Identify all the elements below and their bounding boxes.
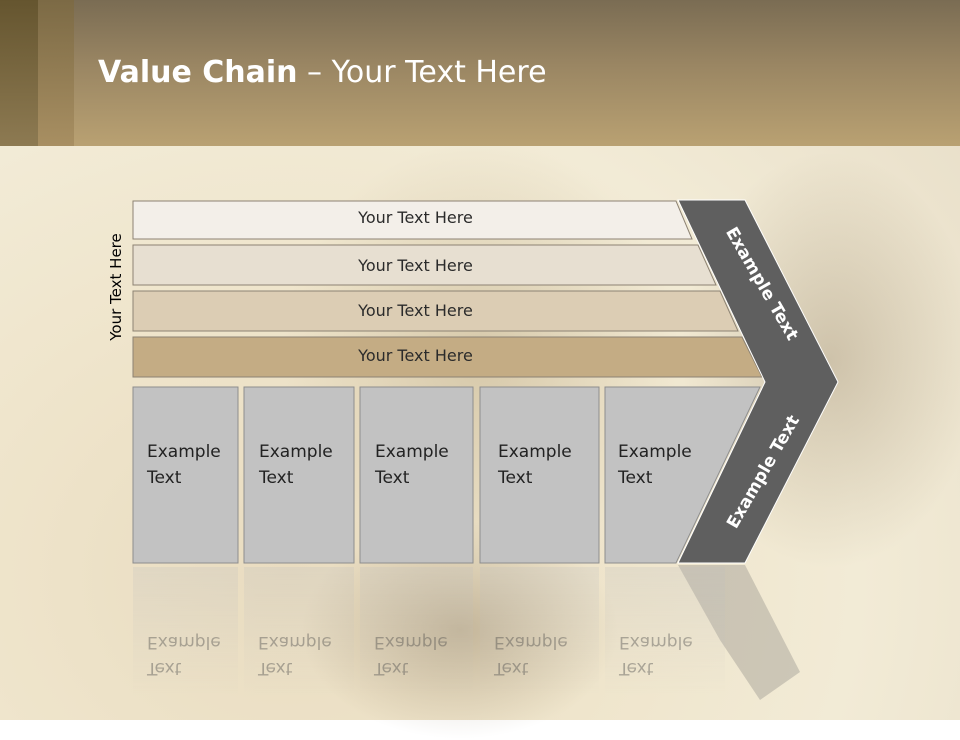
column-reflection: Text Example [480, 567, 599, 720]
reflection-text: Example [258, 632, 332, 652]
primary-column-4 [479, 386, 600, 564]
reflection-text: Example [374, 632, 448, 652]
column-text-line: Text [147, 468, 182, 488]
support-row-label: Your Text Here [358, 346, 473, 365]
support-row-label: Your Text Here [358, 256, 473, 275]
column-reflection: Text Example [133, 567, 238, 720]
reflection-text: Example [147, 632, 221, 652]
slide-title-rest: – Your Text Here [297, 55, 547, 90]
support-row-2 [132, 244, 717, 286]
support-row-label: Your Text Here [358, 208, 473, 227]
column-text-line: Text [498, 468, 533, 488]
reflection-text: Text [374, 658, 409, 678]
column-text-line: Text [618, 468, 653, 488]
column-text-line: Text [259, 468, 294, 488]
title-bar-accent [0, 0, 38, 146]
support-row-3 [132, 290, 739, 332]
margin-chevron [677, 199, 839, 564]
reflection-text: Text [619, 658, 654, 678]
title-bar [0, 0, 960, 146]
primary-column-5 [604, 386, 761, 564]
column-text-line: Example [147, 442, 221, 462]
primary-column-2 [243, 386, 355, 564]
column-text-line: Example [375, 442, 449, 462]
reflection-text: Text [494, 658, 529, 678]
slide-title-bold: Value Chain [98, 55, 298, 90]
column-text-line: Text [375, 468, 410, 488]
support-row-1 [132, 200, 693, 240]
column-reflection: Text Example [605, 567, 725, 720]
support-row-4 [132, 336, 763, 378]
slide-title: Value Chain – Your Text Here [98, 55, 547, 90]
margin-chevron-reflection [678, 565, 800, 700]
column-reflection: Text Example [360, 567, 473, 720]
primary-column-3 [359, 386, 474, 564]
column-text-line: Example [498, 442, 572, 462]
reflection-text: Text [147, 658, 182, 678]
title-bar-accent [38, 0, 74, 146]
column-text-line: Example [618, 442, 692, 462]
value-chain-diagram [132, 199, 839, 700]
reflection-text: Example [494, 632, 568, 652]
reflection-text: Text [258, 658, 293, 678]
column-text-line: Example [259, 442, 333, 462]
column-reflection: Text Example [244, 567, 354, 720]
reflection-text: Example [619, 632, 693, 652]
primary-column-1 [132, 386, 239, 564]
support-row-label: Your Text Here [358, 301, 473, 320]
